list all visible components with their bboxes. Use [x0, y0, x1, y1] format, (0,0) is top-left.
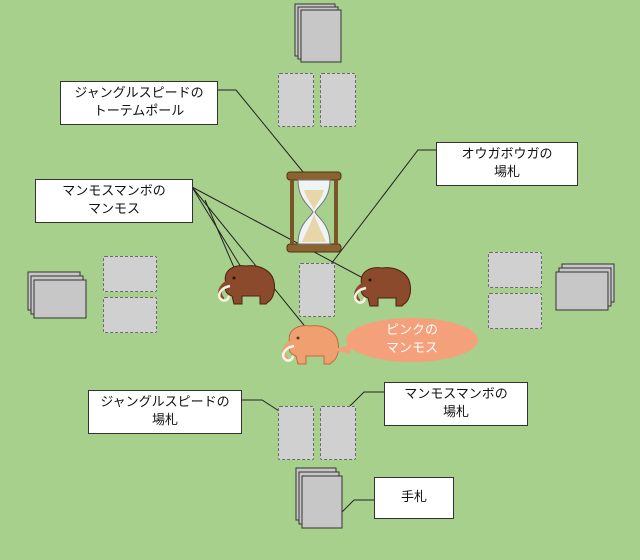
mambo-field-callout-line1: マンモスマンボの — [404, 387, 508, 402]
leader-ougabouga — [327, 149, 436, 269]
hand-callout-line1: 手札 — [400, 490, 427, 505]
totem-callout-line1: ジャングルスピードの — [74, 86, 204, 101]
leader-lines — [191, 89, 436, 525]
right-card-stack — [555, 263, 615, 311]
mammoth-icon — [354, 267, 411, 307]
mambo-field-callout-line2: 場札 — [442, 405, 469, 420]
left-card-stack — [27, 271, 87, 319]
pink-mammoth-bubble — [332, 318, 478, 362]
slot-left-top — [103, 256, 157, 292]
hourglass-icon — [286, 171, 342, 253]
pink-mammoth-label-line1: ピンクの — [385, 323, 438, 338]
leader-totem — [218, 89, 309, 179]
jungle-field-callout-line1: ジャングルスピードの — [100, 395, 230, 410]
slot-left-bottom — [103, 297, 157, 333]
mammoth-mambo-callout: マンモスマンボの マンモス — [35, 179, 193, 223]
totem-callout: ジャングルスピードの トーテムポール — [60, 81, 218, 125]
mammoth-mambo-callout-line2: マンモス — [87, 202, 140, 217]
pink-mammoth-label-line2: マンモス — [385, 341, 438, 356]
jungle-field-callout: ジャングルスピードの 場札 — [88, 390, 242, 434]
leader-mammoth-to-right — [191, 186, 379, 287]
pink-mammoth-icon — [282, 325, 339, 365]
slot-bottom-right — [320, 406, 356, 460]
ougabouga-field-callout-line2: 場札 — [493, 165, 520, 180]
slot-center — [299, 263, 335, 317]
slot-right-top — [488, 252, 542, 288]
mambo-field-callout: マンモスマンボの 場札 — [384, 382, 528, 426]
jungle-field-callout-line2: 場札 — [151, 413, 178, 428]
top-card-stack — [294, 3, 342, 63]
mammoth-icon — [218, 265, 275, 305]
slot-bottom-left — [278, 406, 314, 460]
totem-callout-line2: トーテムポール — [93, 104, 185, 119]
leader-mammoth-to-pink — [191, 186, 317, 341]
pink-mammoth-label: ピンクの マンモス — [356, 322, 468, 358]
ougabouga-field-callout: オウガボウガの 場札 — [436, 142, 578, 186]
slot-right-bottom — [488, 293, 542, 329]
hand-card-stack — [295, 467, 343, 529]
mammoth-mambo-callout-line1: マンモスマンボの — [62, 184, 166, 199]
hand-callout: 手札 — [374, 477, 454, 519]
slot-top-left — [278, 73, 314, 127]
slot-top-right — [320, 73, 356, 127]
ougabouga-field-callout-line1: オウガボウガの — [461, 147, 553, 162]
